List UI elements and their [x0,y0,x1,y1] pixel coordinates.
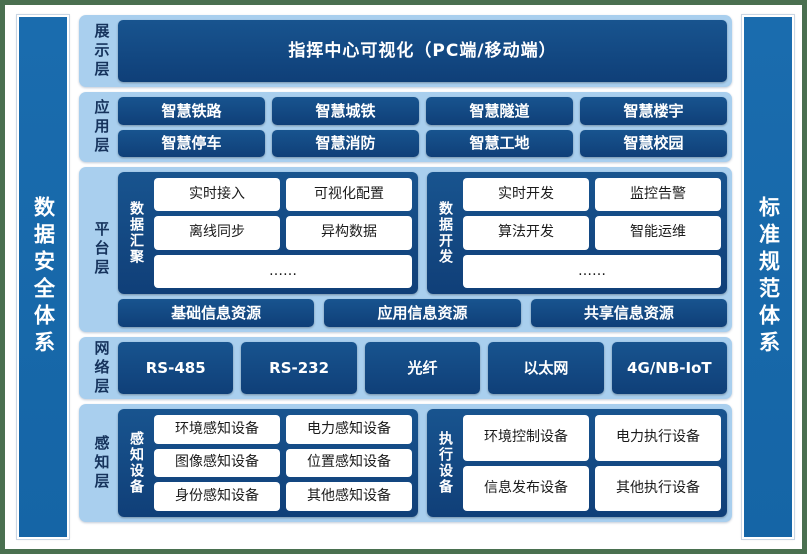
sensing-groups: 感知设备 环境感知设备 电力感知设备 图像感知设备 位置感知设备 [118,409,727,517]
resource-basic-information[interactable]: 基础信息资源 [118,299,315,327]
sensing-device-environment[interactable]: 环境感知设备 [154,415,280,444]
group-data-development-title: 数据开发 [433,178,457,288]
layer-network-label: 网络层 [84,339,118,397]
data-development-realtime-dev[interactable]: 实时开发 [463,178,589,212]
data-development-row-3: …… [463,254,721,288]
group-data-aggregation: 数据汇聚 实时接入 可视化配置 离线同步 异构数据 [118,172,418,294]
actuator-device-environment-control[interactable]: 环境控制设备 [463,415,589,461]
network-item-rs232[interactable]: RS-232 [241,342,357,394]
layer-platform-label: 平台层 [84,172,118,327]
application-row-2: 智慧停车 智慧消防 智慧工地 智慧校园 [118,129,727,157]
data-aggregation-visual-config[interactable]: 可视化配置 [286,178,412,212]
group-actuator-devices-grid: 环境控制设备 电力执行设备 信息发布设备 其他执行设备 [463,415,721,511]
layer-network: 网络层 RS-485 RS-232 光纤 以太网 4G/NB-IoT [79,337,732,399]
app-item-smart-firefighting[interactable]: 智慧消防 [272,129,419,157]
app-item-smart-parking[interactable]: 智慧停车 [118,129,265,157]
app-item-smart-tunnel[interactable]: 智慧隧道 [426,97,573,125]
network-item-optical-fiber[interactable]: 光纤 [364,342,481,394]
actuator-device-power-execution[interactable]: 电力执行设备 [595,415,721,461]
group-data-aggregation-title: 数据汇聚 [124,178,148,288]
layer-network-label-text: 网络层 [92,339,111,397]
group-sensing-devices-grid: 环境感知设备 电力感知设备 图像感知设备 位置感知设备 身份感知设备 其他感知设… [154,415,412,512]
actuator-devices-row-1: 环境控制设备 电力执行设备 [463,415,721,461]
sensing-device-identity[interactable]: 身份感知设备 [154,482,280,512]
layer-sensing: 感知层 感知设备 环境感知设备 电力感知设备 [79,404,732,522]
app-item-smart-urban-rail[interactable]: 智慧城铁 [272,97,419,125]
network-item-4g-nbiot[interactable]: 4G/NB-IoT [611,342,728,394]
data-development-intelligent-ops[interactable]: 智能运维 [595,216,721,250]
layer-display: 展示层 指挥中心可视化（PC端/移动端） [79,15,732,87]
group-actuator-devices: 执行设备 环境控制设备 电力执行设备 信息发布设备 其他执行设备 [427,409,727,517]
left-pillar-data-security: 数据安全体系 [16,14,70,540]
layer-platform-body: 数据汇聚 实时接入 可视化配置 离线同步 异构数据 [118,172,727,327]
data-development-algorithm-dev[interactable]: 算法开发 [463,216,589,250]
actuator-device-other[interactable]: 其他执行设备 [595,465,721,511]
layer-platform: 平台层 数据汇聚 实时接入 可视化配置 [79,167,732,332]
data-development-monitor-alarm[interactable]: 监控告警 [595,178,721,212]
data-aggregation-row-3: …… [154,254,412,288]
group-data-development: 数据开发 实时开发 监控告警 算法开发 智能运维 [427,172,727,294]
sensing-devices-row-1: 环境感知设备 电力感知设备 [154,415,412,444]
app-item-smart-building[interactable]: 智慧楼宇 [580,97,727,125]
actuator-devices-row-2: 信息发布设备 其他执行设备 [463,465,721,511]
group-data-aggregation-grid: 实时接入 可视化配置 离线同步 异构数据 …… [154,178,412,288]
layer-platform-label-text: 平台层 [92,221,111,278]
network-items: RS-485 RS-232 光纤 以太网 4G/NB-IoT [118,342,728,394]
right-pillar-standards: 标准规范体系 [741,14,795,540]
sensing-device-other[interactable]: 其他感知设备 [286,482,412,512]
group-actuator-devices-title: 执行设备 [433,415,457,511]
data-aggregation-row-1: 实时接入 可视化配置 [154,178,412,212]
platform-groups: 数据汇聚 实时接入 可视化配置 离线同步 异构数据 [118,172,727,294]
group-sensing-devices: 感知设备 环境感知设备 电力感知设备 图像感知设备 位置感知设备 [118,409,418,517]
data-aggregation-realtime-ingest[interactable]: 实时接入 [154,178,280,212]
layer-application: 应用层 智慧铁路 智慧城铁 智慧隧道 智慧楼宇 智慧停车 智慧消防 智慧工地 智… [79,92,732,162]
layer-display-label: 展示层 [84,20,118,82]
architecture-diagram: 数据安全体系 展示层 指挥中心可视化（PC端/移动端） 应用层 智慧铁路 智慧城… [5,5,802,549]
data-aggregation-heterogeneous-data[interactable]: 异构数据 [286,216,412,250]
layer-display-label-text: 展示层 [92,22,111,80]
sensing-device-image[interactable]: 图像感知设备 [154,448,280,478]
layer-display-body: 指挥中心可视化（PC端/移动端） [118,20,727,82]
sensing-devices-row-3: 身份感知设备 其他感知设备 [154,482,412,512]
layer-network-body: RS-485 RS-232 光纤 以太网 4G/NB-IoT [118,342,728,394]
app-item-smart-campus[interactable]: 智慧校园 [580,129,727,157]
sensing-device-power[interactable]: 电力感知设备 [286,415,412,444]
right-pillar-label: 标准规范体系 [756,196,781,358]
data-aggregation-row-2: 离线同步 异构数据 [154,216,412,250]
group-data-development-grid: 实时开发 监控告警 算法开发 智能运维 …… [463,178,721,288]
group-actuator-devices-title-text: 执行设备 [437,431,453,495]
layer-application-body: 智慧铁路 智慧城铁 智慧隧道 智慧楼宇 智慧停车 智慧消防 智慧工地 智慧校园 [118,97,727,157]
layer-sensing-body: 感知设备 环境感知设备 电力感知设备 图像感知设备 位置感知设备 [118,409,727,517]
layer-application-label: 应用层 [84,97,118,157]
app-item-smart-railway[interactable]: 智慧铁路 [118,97,265,125]
data-development-row-1: 实时开发 监控告警 [463,178,721,212]
app-item-smart-construction-site[interactable]: 智慧工地 [426,129,573,157]
left-pillar-label: 数据安全体系 [31,196,56,358]
sensing-devices-row-2: 图像感知设备 位置感知设备 [154,448,412,478]
layer-stack: 展示层 指挥中心可视化（PC端/移动端） 应用层 智慧铁路 智慧城铁 智慧隧道 … [79,15,732,539]
data-development-more-ellipsis[interactable]: …… [463,254,721,288]
resource-shared-information[interactable]: 共享信息资源 [530,299,727,327]
resource-application-information[interactable]: 应用信息资源 [324,299,521,327]
data-development-row-2: 算法开发 智能运维 [463,216,721,250]
data-aggregation-offline-sync[interactable]: 离线同步 [154,216,280,250]
layer-application-label-text: 应用层 [92,98,111,156]
group-sensing-devices-title-text: 感知设备 [128,431,144,495]
group-data-aggregation-title-text: 数据汇聚 [128,201,144,265]
layer-sensing-label: 感知层 [84,409,118,517]
application-row-1: 智慧铁路 智慧城铁 智慧隧道 智慧楼宇 [118,97,727,125]
platform-information-resources: 基础信息资源 应用信息资源 共享信息资源 [118,299,727,327]
data-aggregation-more-ellipsis[interactable]: …… [154,254,412,288]
group-sensing-devices-title: 感知设备 [124,415,148,511]
layer-sensing-label-text: 感知层 [92,434,111,492]
network-item-rs485[interactable]: RS-485 [118,342,234,394]
sensing-device-location[interactable]: 位置感知设备 [286,448,412,478]
display-command-center-bar[interactable]: 指挥中心可视化（PC端/移动端） [118,20,727,82]
network-item-ethernet[interactable]: 以太网 [488,342,604,394]
actuator-device-information-release[interactable]: 信息发布设备 [463,465,589,511]
group-data-development-title-text: 数据开发 [437,201,453,265]
